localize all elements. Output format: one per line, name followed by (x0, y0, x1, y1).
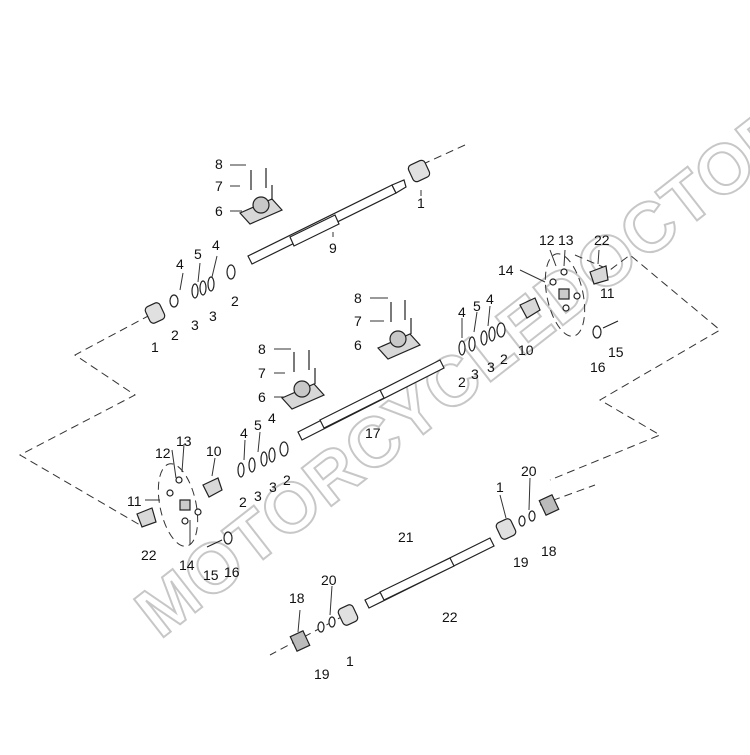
callout-label: 6 (354, 337, 362, 353)
callout-label: 17 (365, 425, 381, 441)
callout-label: 15 (203, 567, 219, 583)
callout-label: 22 (141, 547, 157, 563)
callout-label: 8 (354, 290, 362, 306)
callout-label: 5 (254, 417, 262, 433)
callout-label: 2 (283, 472, 291, 488)
callout-label: 20 (521, 463, 537, 479)
bolt-15-left (206, 531, 233, 548)
callout-label: 22 (594, 232, 610, 248)
bearing-1-bottom-left (317, 604, 359, 633)
callout-label: 11 (127, 493, 142, 509)
callout-label: 5 (194, 246, 202, 262)
callout-label: 1 (496, 479, 504, 495)
callout-label: 1 (417, 195, 425, 211)
bolt-15-right (592, 320, 619, 339)
leader-lines (145, 164, 600, 633)
callout-label: 18 (289, 590, 305, 606)
callout-label: 10 (206, 443, 222, 459)
yoke-10-left (202, 477, 223, 498)
callout-label: 2 (231, 293, 239, 309)
shaft-17 (297, 359, 445, 441)
callout-label: 10 (518, 342, 534, 358)
callout-label: 13 (176, 433, 192, 449)
callout-label: 12 (155, 445, 171, 461)
seal-stack-top (144, 264, 236, 324)
shaft-21 (364, 537, 495, 609)
callout-label: 3 (487, 359, 495, 375)
callout-label: 16 (590, 359, 606, 375)
pillow-block-6-top (238, 168, 284, 225)
callout-label: 2 (458, 374, 466, 390)
callout-label: 14 (498, 262, 514, 278)
seal-stack-mid-right (458, 322, 506, 356)
callout-label: 18 (541, 543, 557, 559)
seal-stack-mid-left (237, 441, 289, 478)
callout-label: 12 (539, 232, 555, 248)
bearing-1-top (407, 159, 431, 183)
callout-label: 9 (329, 240, 337, 256)
pillow-block-6-mid-left (280, 350, 326, 410)
callout-label: 2 (500, 351, 508, 367)
callout-label: 15 (608, 344, 624, 360)
callout-label: 3 (254, 488, 262, 504)
shaft-9 (247, 179, 407, 265)
callout-label: 4 (486, 291, 494, 307)
callout-label: 3 (269, 479, 277, 495)
callout-label: 20 (321, 572, 337, 588)
callout-label: 2 (171, 327, 179, 343)
callout-label: 7 (215, 178, 223, 194)
universal-joint-right (549, 265, 609, 312)
callout-label: 4 (240, 425, 248, 441)
pillow-block-6-mid-right (376, 300, 422, 360)
callout-label: 3 (471, 366, 479, 382)
callout-label: 4 (458, 304, 466, 320)
callout-label: 7 (354, 313, 362, 329)
callout-label: 1 (151, 339, 159, 355)
callout-label: 3 (209, 308, 217, 324)
callout-label: 1 (346, 653, 354, 669)
callout-label: 13 (558, 232, 574, 248)
callout-label: 11 (600, 285, 615, 301)
callout-label: 4 (212, 237, 220, 253)
callout-label: 16 (224, 564, 240, 580)
callout-labels: 8 7 6 1 9 4 5 4 1 2 3 3 2 12 13 22 14 11… (127, 156, 624, 682)
callout-label: 4 (268, 410, 276, 426)
callout-label: 7 (258, 365, 266, 381)
callout-label: 19 (513, 554, 529, 570)
gear-18-left (289, 629, 311, 653)
callout-label: 2 (239, 494, 247, 510)
callout-label: 22 (442, 609, 458, 625)
bearing-1-bottom-right (495, 510, 536, 540)
callout-label: 14 (179, 557, 195, 573)
callout-label: 6 (258, 389, 266, 405)
callout-label: 4 (176, 256, 184, 272)
yoke-10-right (519, 297, 541, 319)
callout-label: 21 (398, 529, 414, 545)
gear-18-right (538, 493, 560, 517)
callout-label: 3 (191, 317, 199, 333)
callout-label: 5 (473, 298, 481, 314)
callout-label: 19 (314, 666, 330, 682)
callout-label: 8 (215, 156, 223, 172)
callout-label: 8 (258, 341, 266, 357)
callout-label: 6 (215, 203, 223, 219)
universal-joint-left (136, 476, 202, 528)
